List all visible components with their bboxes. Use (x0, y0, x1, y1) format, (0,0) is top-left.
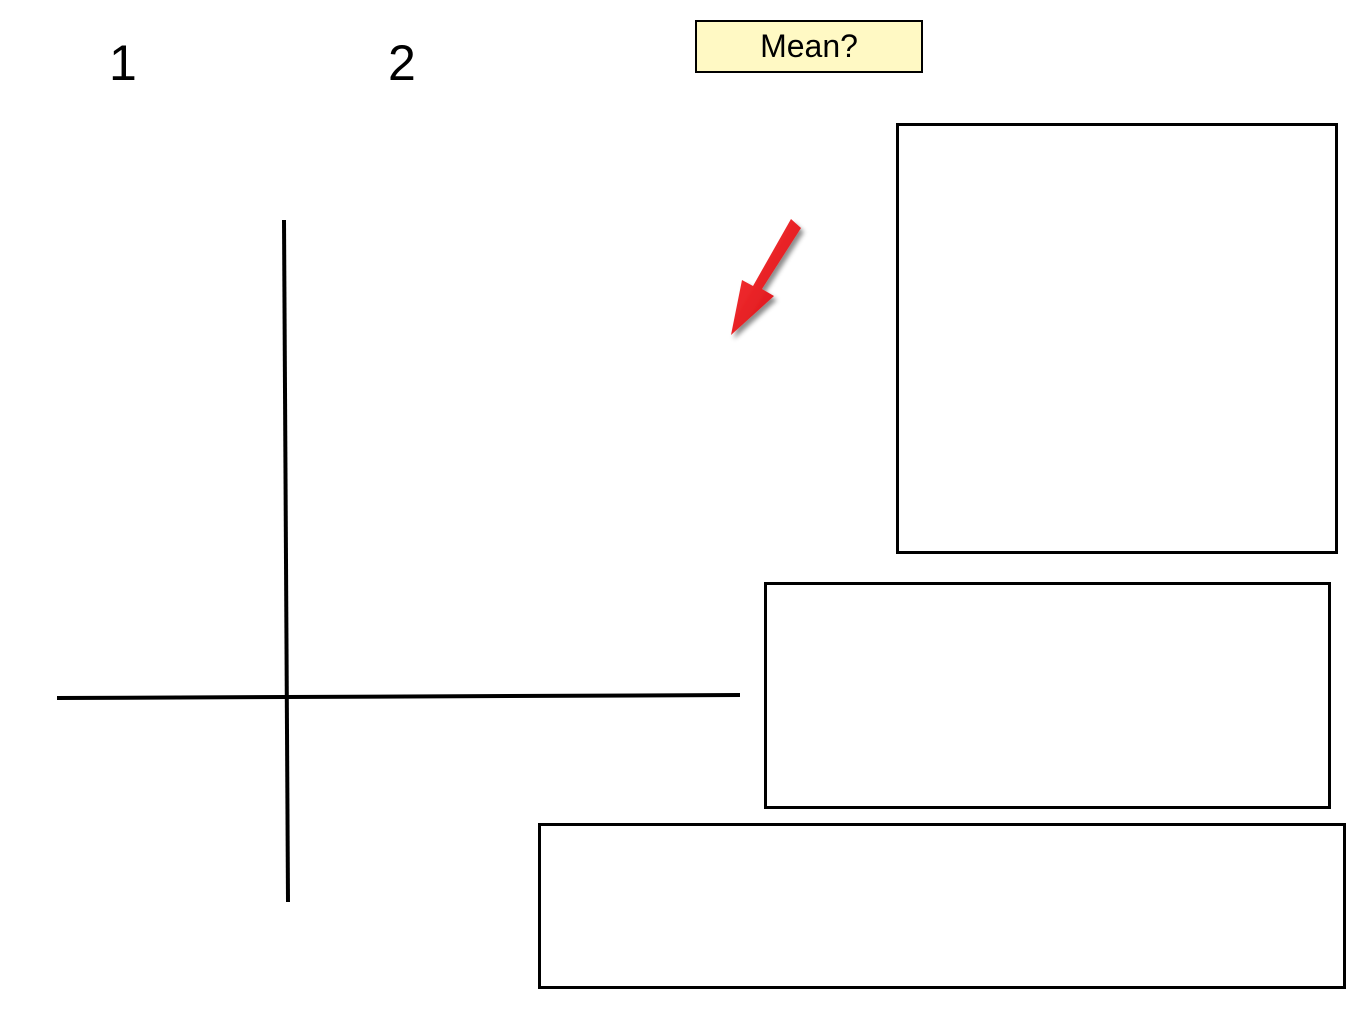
axes-cross (56, 219, 741, 903)
number-label-1: 1 (109, 35, 137, 91)
answer-box-bottom[interactable] (538, 823, 1346, 989)
red-arrow-icon (731, 219, 801, 335)
number-label-2: 2 (388, 35, 416, 91)
mean-button[interactable]: Mean? (695, 20, 923, 73)
vertical-axis-line (282, 219, 290, 903)
answer-box-middle[interactable] (764, 582, 1331, 809)
horizontal-axis-line (56, 693, 741, 700)
mean-button-label: Mean? (760, 28, 858, 64)
answer-box-top-right[interactable] (896, 123, 1338, 554)
